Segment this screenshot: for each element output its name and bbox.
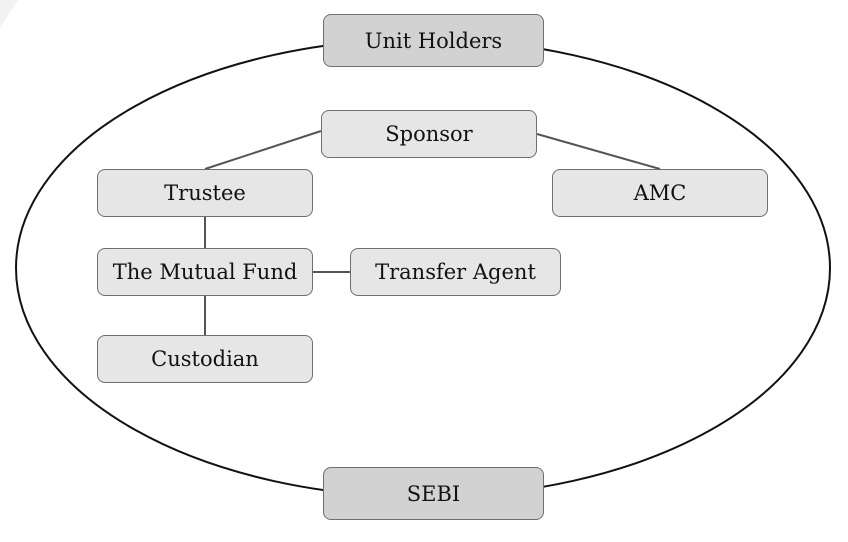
connector-sponsor-amc — [536, 133, 661, 170]
custodian-node: Custodian — [97, 335, 313, 383]
unit-holders-label: Unit Holders — [364, 28, 503, 53]
amc-label: AMC — [633, 181, 687, 205]
mutual-fund-label: The Mutual Fund — [112, 260, 298, 284]
sebi-label: SEBI — [406, 481, 461, 506]
sponsor-node: Sponsor — [321, 110, 537, 158]
amc-node: AMC — [552, 169, 768, 217]
custodian-label: Custodian — [151, 347, 259, 371]
transfer-agent-label: Transfer Agent — [375, 260, 536, 284]
corner-mark — [0, 0, 18, 28]
mutual-fund-node: The Mutual Fund — [97, 248, 313, 296]
unit-holders-node: Unit Holders — [323, 14, 544, 67]
sponsor-label: Sponsor — [385, 122, 473, 146]
transfer-agent-node: Transfer Agent — [350, 248, 561, 296]
trustee-label: Trustee — [164, 181, 246, 205]
sebi-node: SEBI — [323, 467, 544, 520]
connector-sponsor-trustee — [204, 130, 322, 170]
trustee-node: Trustee — [97, 169, 313, 217]
